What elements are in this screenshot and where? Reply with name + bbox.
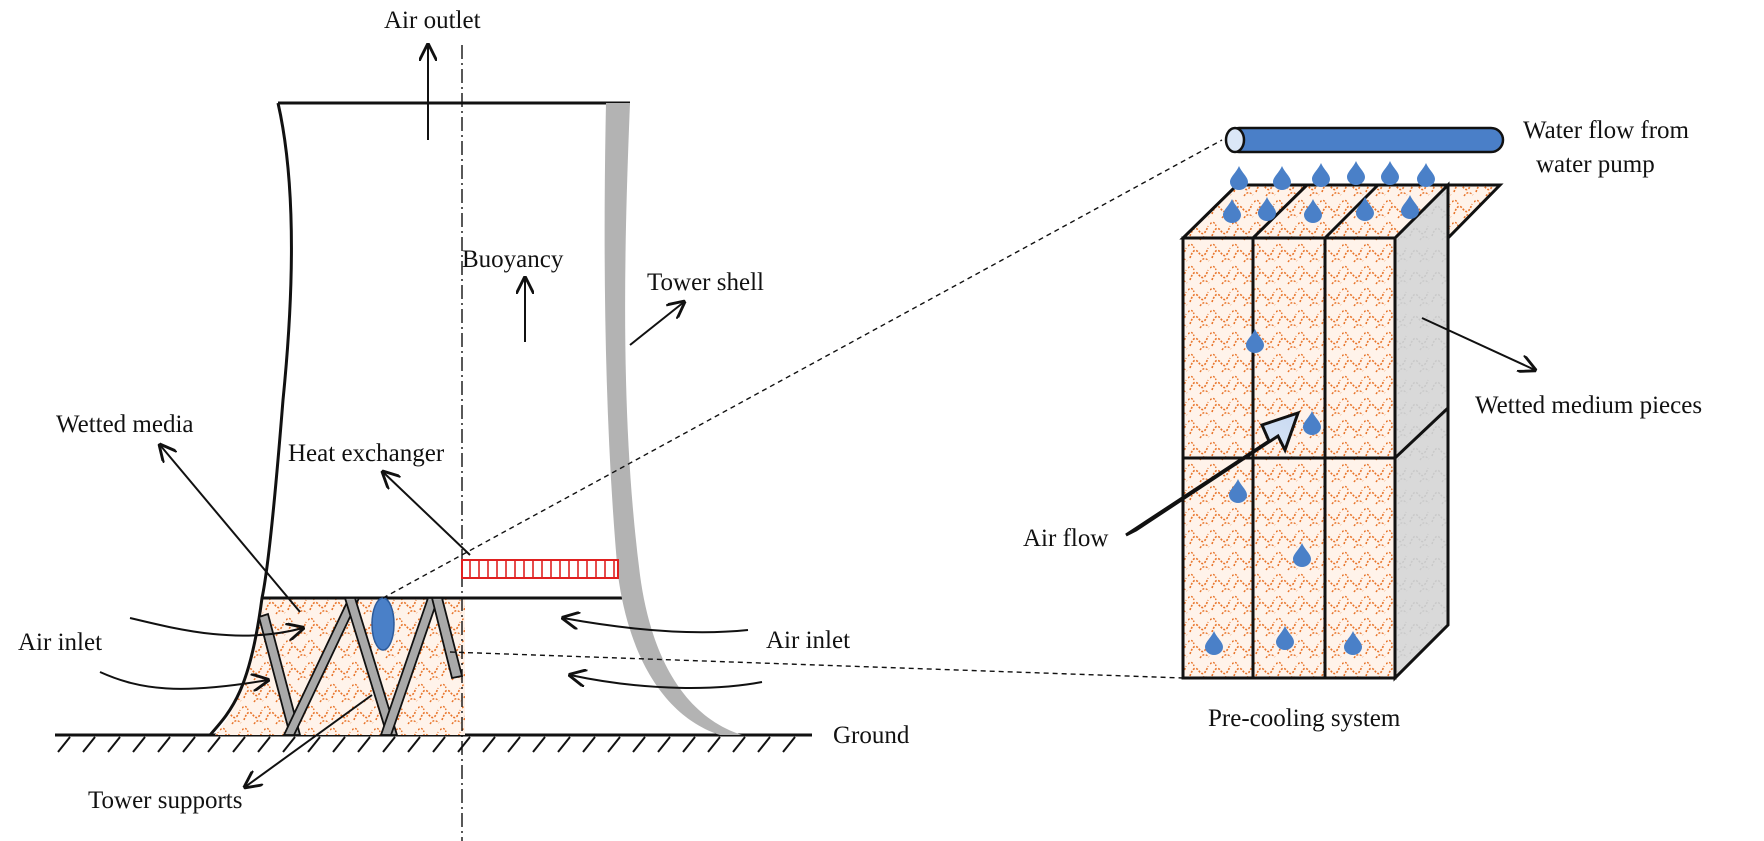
water-drop-icon: [1273, 166, 1291, 190]
labels: Air outlet Buoyancy Tower shell Wetted m…: [18, 7, 1702, 814]
ground-line: [55, 733, 812, 753]
label-water-flow-line1: Water flow from: [1523, 117, 1690, 144]
heat-exchanger-leader: [383, 472, 471, 556]
tower-shell-leader: [629, 302, 684, 346]
ground-hatch: [307, 736, 321, 753]
ground-hatch: [482, 736, 496, 753]
label-wetted-media: Wetted media: [56, 411, 194, 438]
ground-hatch: [357, 736, 371, 753]
ground-hatch: [82, 736, 96, 753]
projection-line-top: [382, 139, 1223, 599]
air-inlet-right-flow-2: [570, 675, 763, 689]
ground-hatch: [657, 736, 671, 753]
ground-hatch: [607, 736, 621, 753]
ground-hatch: [532, 736, 546, 753]
ground-hatch: [182, 736, 196, 753]
ground-hatch: [632, 736, 646, 753]
ground-hatch: [757, 736, 771, 753]
air-inlet-left-flow-2: [99, 671, 268, 689]
label-wetted-medium-pieces: Wetted medium pieces: [1475, 392, 1702, 419]
label-tower-supports: Tower supports: [88, 787, 242, 814]
ground-hatch: [682, 736, 696, 753]
water-drop-icon: [1417, 163, 1435, 187]
air-inlet-right-flow-1: [563, 618, 749, 634]
ground-hatch: [257, 736, 271, 753]
water-drop-icon: [1230, 166, 1248, 190]
ground-hatch: [432, 736, 446, 753]
water-drop-icon: [1381, 161, 1399, 185]
wetted-media-leader: [160, 445, 301, 613]
heat-exchanger: [461, 559, 619, 579]
label-pre-cooling-system: Pre-cooling system: [1208, 705, 1401, 732]
projection-line-bottom: [449, 651, 1184, 679]
pre-cooling-system: [1125, 126, 1535, 682]
label-air-inlet-left: Air inlet: [18, 629, 102, 656]
air-inlet-left-flow-1: [129, 617, 303, 636]
tower-shell: [604, 103, 742, 735]
air-flow-arrow: [1125, 410, 1301, 537]
ground-hatch: [232, 736, 246, 753]
ground-hatch: [282, 736, 296, 753]
water-drop-icon: [371, 597, 395, 651]
tower-supports-leader: [245, 694, 373, 787]
ground-hatch: [507, 736, 521, 753]
ground-hatch: [207, 736, 221, 753]
ground-hatch: [782, 736, 796, 753]
wetted-medium-pieces-leader: [1421, 317, 1535, 370]
ground-hatch: [157, 736, 171, 753]
label-ground: Ground: [833, 722, 910, 749]
cooling-tower: [55, 45, 1223, 841]
tower-supports-group: [257, 597, 464, 736]
ground-hatch: [457, 736, 471, 753]
ground-hatch: [582, 736, 596, 753]
label-water-flow-line2: water pump: [1536, 151, 1655, 178]
ground-hatch: [107, 736, 121, 753]
ground-hatch: [557, 736, 571, 753]
label-buoyancy: Buoyancy: [462, 246, 564, 273]
water-pipe: [1224, 126, 1505, 154]
ground-hatch: [132, 736, 146, 753]
ground-hatch: [407, 736, 421, 753]
label-tower-shell: Tower shell: [647, 269, 764, 296]
label-air-flow: Air flow: [1023, 525, 1108, 552]
ground-hatch: [57, 736, 71, 753]
ground-hatch: [707, 736, 721, 753]
label-air-inlet-right: Air inlet: [766, 627, 850, 654]
label-air-outlet: Air outlet: [384, 7, 481, 34]
ground-hatch: [382, 736, 396, 753]
water-drop-icon: [1312, 163, 1330, 187]
water-drop-icon: [1347, 161, 1365, 185]
ground-hatch: [732, 736, 746, 753]
ground-hatch: [332, 736, 346, 753]
label-heat-exchanger: Heat exchanger: [288, 440, 445, 467]
tower-left-wall: [208, 102, 293, 736]
